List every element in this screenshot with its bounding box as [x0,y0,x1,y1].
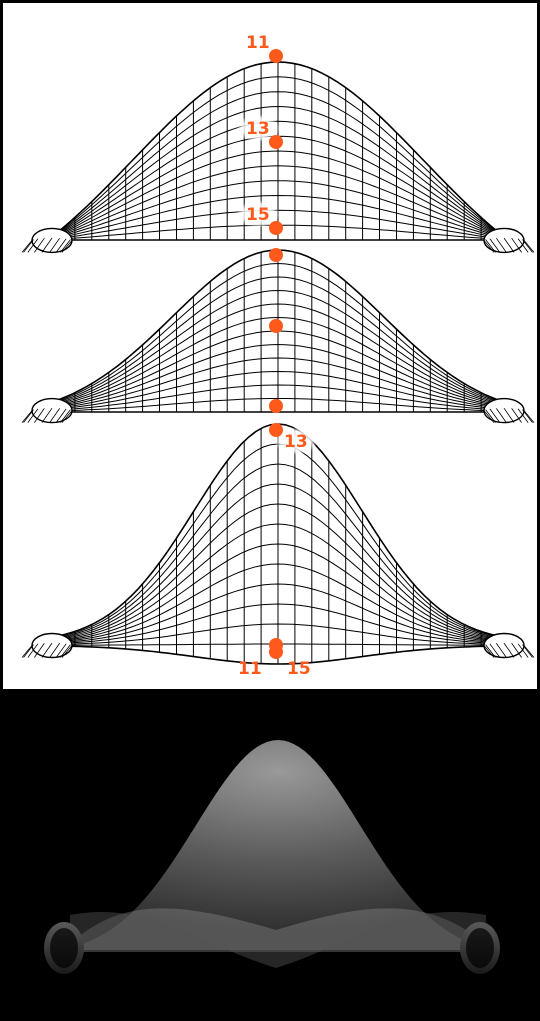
shaded-surface-render [44,740,500,974]
mesh-line [57,343,499,408]
mesh-line [57,303,499,405]
shaded-fold [70,912,486,968]
marker-dot [269,221,283,235]
mesh-line [57,76,499,234]
end-tube [483,397,535,424]
marker-label: 13 [284,432,308,452]
marker-dot [269,319,283,333]
mesh-line [57,262,499,402]
mesh-line [57,543,499,642]
marker-dot [269,248,283,262]
marker-dot [269,399,283,413]
mesh-line [57,583,499,644]
mesh-line [57,289,499,404]
mesh-line [57,370,499,410]
mesh-line [57,503,499,640]
mesh-line [57,483,499,639]
label-glow [236,28,280,56]
mesh-line [57,384,499,411]
marker-label: 15 [246,205,270,225]
mesh-line [57,463,499,639]
mesh-line [57,523,499,641]
end-tube [483,632,535,659]
mesh-line [57,398,499,412]
mesh-line [57,563,499,643]
label-glow [274,427,318,455]
shaded-wing [62,908,494,952]
mesh-line [57,645,499,665]
mesh-line [57,165,499,238]
wireframe-surface-2 [21,248,535,424]
end-tube [21,227,73,254]
mesh-line [57,623,499,645]
marker-dot [269,49,283,63]
mesh-line [57,150,499,237]
end-tube [21,632,73,659]
mesh-line [57,194,499,239]
marker-label: 13 [246,119,270,139]
tube-opening [466,928,494,968]
mesh-line [57,105,499,235]
marker-label: 11 [246,33,270,53]
mesh-line [57,357,499,409]
label-glow [236,200,280,228]
wireframe-surface-3: 13 11 15 [21,423,535,679]
label-glow [236,114,280,142]
marker-label: 11 [238,659,262,679]
mesh-line [57,180,499,238]
mesh-line [57,120,499,236]
mesh-line [57,603,499,644]
shaded-bell [62,740,494,950]
wireframe-surface-1: 11 13 15 [21,28,535,254]
end-tube [483,227,535,254]
end-tube [21,397,73,424]
marker-dot [269,645,283,659]
mesh-line [57,91,499,234]
marker-dot [269,135,283,149]
mesh-line [57,316,499,406]
tube-opening [50,928,78,968]
marker-dot [269,423,283,437]
marker-label: 15 [287,659,311,679]
mesh-line [57,276,499,403]
